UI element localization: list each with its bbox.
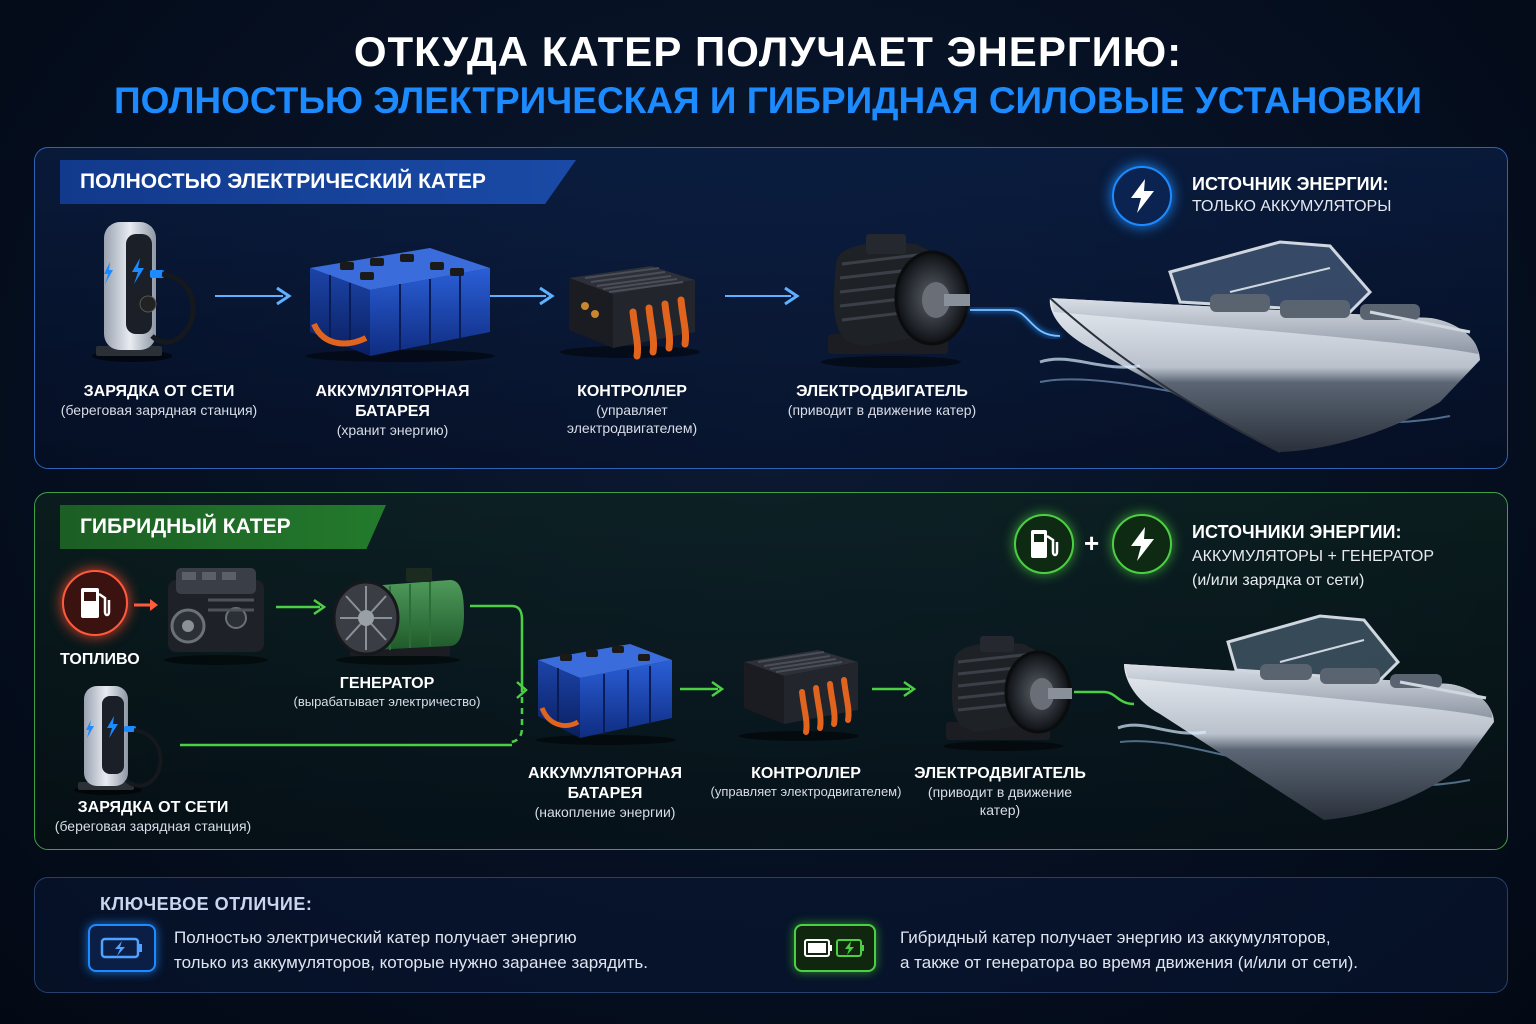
engine-icon (164, 568, 268, 665)
boat-icon (1039, 240, 1480, 453)
electric-motor-label: ЭЛЕКТРОДВИГАТЕЛЬ (приводит в движение ка… (787, 383, 977, 418)
battery-icon (794, 924, 876, 972)
page-title: ОТКУДА КАТЕР ПОЛУЧАЕТ ЭНЕРГИЮ: (353, 28, 1183, 75)
electric-motor-icon (943, 636, 1072, 751)
lightning-icon (1112, 514, 1172, 574)
hybrid-difference-line2: а также от генератора во время движения … (900, 952, 1358, 972)
arrow-icon (490, 286, 555, 306)
power-line (1074, 690, 1135, 706)
hybrid-source-note: (и/или зарядка от сети) (1192, 572, 1365, 589)
key-difference-panel (34, 877, 1508, 993)
battery-pack-icon (305, 248, 495, 362)
hybrid-charging-label: ЗАРЯДКА ОТ СЕТИ (береговая зарядная стан… (54, 799, 252, 834)
page-subtitle: ПОЛНОСТЬЮ ЭЛЕКТРИЧЕСКАЯ И ГИБРИДНАЯ СИЛО… (114, 80, 1422, 121)
hybrid-source-title: ИСТОЧНИКИ ЭНЕРГИИ: (1192, 522, 1402, 542)
arrow-icon (725, 286, 800, 306)
hybrid-motor-label: ЭЛЕКТРОДВИГАТЕЛЬ (приводит в движение ка… (914, 765, 1086, 818)
electric-tag: ПОЛНОСТЬЮ ЭЛЕКТРИЧЕСКИЙ КАТЕР (60, 160, 576, 204)
fuel-label: ТОПЛИВО (60, 651, 140, 668)
source-title: ИСТОЧНИК ЭНЕРГИИ: (1192, 174, 1389, 194)
key-difference-title: КЛЮЧЕВОЕ ОТЛИЧИЕ: (100, 894, 313, 914)
charging-station-icon (92, 222, 196, 362)
fuel-pump-icon (62, 570, 128, 636)
hybrid-tag: ГИБРИДНЫЙ КАТЕР (60, 505, 386, 549)
hybrid-source-subtitle: АККУМУЛЯТОРЫ + ГЕНЕРАТОР (1192, 548, 1434, 565)
hybrid-difference-line1: Гибридный катер получает энергию из акку… (900, 928, 1331, 947)
arrow-icon (680, 680, 725, 698)
battery-icon (88, 924, 156, 972)
electric-controller-label: КОНТРОЛЛЕР (управляет электродвигателем) (566, 383, 698, 436)
generator-label: ГЕНЕРАТОР (вырабатывает электричество) (293, 675, 481, 709)
boat-icon (1117, 614, 1494, 820)
electric-difference-text: Полностью электрический катер получает э… (174, 926, 648, 975)
plus-sign: + (1084, 528, 1100, 558)
charging-station-icon (74, 686, 163, 795)
electric-charging-label: ЗАРЯДКА ОТ СЕТИ (береговая зарядная стан… (60, 383, 258, 418)
electric-difference-line2: только из аккумуляторов, которые нужно з… (174, 952, 648, 972)
generator-icon (332, 568, 464, 665)
controller-icon (560, 266, 700, 360)
fuel-pump-icon (1014, 514, 1074, 574)
arrow-icon (134, 599, 158, 611)
arrow-icon (872, 680, 917, 698)
electric-battery-label: АККУМУЛЯТОРНАЯ БАТАРЕЯ (хранит энергию) (315, 383, 470, 438)
arrow-icon (276, 598, 327, 616)
lightning-icon (1112, 166, 1172, 226)
battery-pack-icon (536, 644, 676, 745)
hybrid-controller-label: КОНТРОЛЛЕР (управляет электродвигателем) (710, 765, 902, 799)
power-line (970, 308, 1061, 338)
hybrid-difference-text: Гибридный катер получает энергию из акку… (900, 926, 1358, 975)
source-subtitle: ТОЛЬКО АККУМУЛЯТОРЫ (1192, 198, 1392, 215)
electric-difference-line1: Полностью электрический катер получает э… (174, 928, 577, 947)
electric-motor-icon (821, 234, 970, 368)
power-line (470, 604, 528, 744)
power-line (180, 743, 512, 747)
arrow-icon (215, 286, 292, 306)
controller-icon (739, 650, 859, 741)
hybrid-battery-label: АККУМУЛЯТОРНАЯ БАТАРЕЯ (накопление энерг… (528, 765, 682, 820)
